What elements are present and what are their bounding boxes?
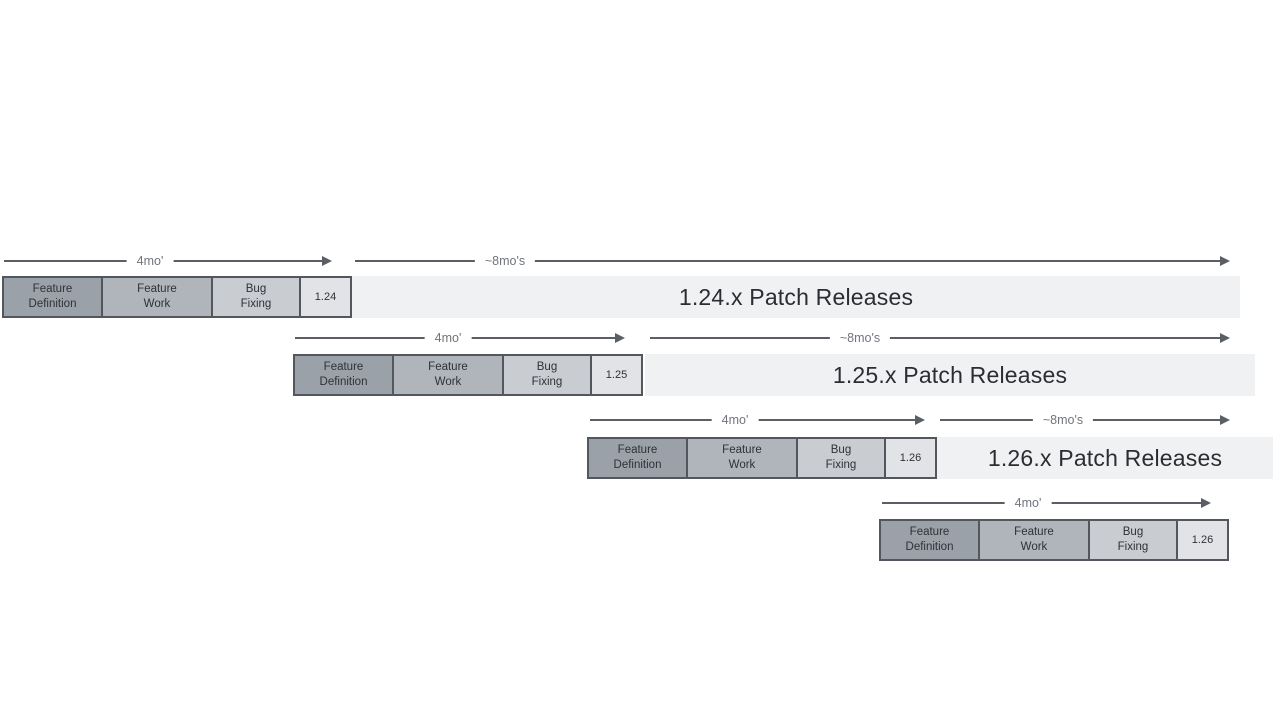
version-box: 1.26 xyxy=(884,437,937,479)
dev-cycle-arrow-next: 4mo' xyxy=(882,496,1211,510)
release-cycle-boxes-1-25: Feature Definition Feature Work Bug Fixi… xyxy=(293,354,643,396)
patch-duration-arrow-1-25: ~8mo's xyxy=(650,331,1230,345)
arrow-head-icon xyxy=(322,256,332,266)
version-box: 1.25 xyxy=(590,354,643,396)
dev-cycle-arrow-1-26: 4mo' xyxy=(590,413,925,427)
feature-definition-box: Feature Definition xyxy=(293,354,394,396)
dev-duration-label: 4mo' xyxy=(711,413,759,427)
feature-work-box: Feature Work xyxy=(978,519,1090,561)
release-cycle-boxes-next: Feature Definition Feature Work Bug Fixi… xyxy=(879,519,1229,561)
arrow-head-icon xyxy=(615,333,625,343)
feature-work-box: Feature Work xyxy=(392,354,504,396)
feature-definition-box: Feature Definition xyxy=(2,276,103,318)
bug-fixing-box: Bug Fixing xyxy=(502,354,592,396)
dev-duration-label: 4mo' xyxy=(126,254,174,268)
bug-fixing-box: Bug Fixing xyxy=(796,437,886,479)
patch-releases-bar-1-26: 1.26.x Patch Releases xyxy=(937,437,1273,479)
bug-fixing-box: Bug Fixing xyxy=(211,276,301,318)
arrow-line xyxy=(650,337,1222,339)
release-cycle-boxes-1-26: Feature Definition Feature Work Bug Fixi… xyxy=(587,437,937,479)
arrow-head-icon xyxy=(915,415,925,425)
arrow-line xyxy=(355,260,1222,262)
feature-work-box: Feature Work xyxy=(101,276,213,318)
arrow-head-icon xyxy=(1201,498,1211,508)
patch-duration-label: ~8mo's xyxy=(829,331,891,345)
dev-cycle-arrow-1-24: 4mo' xyxy=(4,254,332,268)
patch-releases-bar-1-25: 1.25.x Patch Releases xyxy=(645,354,1255,396)
release-cycle-boxes-1-24: Feature Definition Feature Work Bug Fixi… xyxy=(2,276,352,318)
dev-cycle-arrow-1-25: 4mo' xyxy=(295,331,625,345)
arrow-head-icon xyxy=(1220,415,1230,425)
patch-releases-bar-1-24: 1.24.x Patch Releases xyxy=(352,276,1240,318)
arrow-head-icon xyxy=(1220,333,1230,343)
feature-work-box: Feature Work xyxy=(686,437,798,479)
feature-definition-box: Feature Definition xyxy=(587,437,688,479)
feature-definition-box: Feature Definition xyxy=(879,519,980,561)
patch-duration-label: ~8mo's xyxy=(1032,413,1094,427)
version-box: 1.24 xyxy=(299,276,352,318)
bug-fixing-box: Bug Fixing xyxy=(1088,519,1178,561)
patch-duration-arrow-1-26: ~8mo's xyxy=(940,413,1230,427)
arrow-head-icon xyxy=(1220,256,1230,266)
dev-duration-label: 4mo' xyxy=(424,331,472,345)
version-box: 1.26 xyxy=(1176,519,1229,561)
patch-duration-label: ~8mo's xyxy=(474,254,536,268)
dev-duration-label: 4mo' xyxy=(1004,496,1052,510)
patch-duration-arrow-1-24: ~8mo's xyxy=(355,254,1230,268)
